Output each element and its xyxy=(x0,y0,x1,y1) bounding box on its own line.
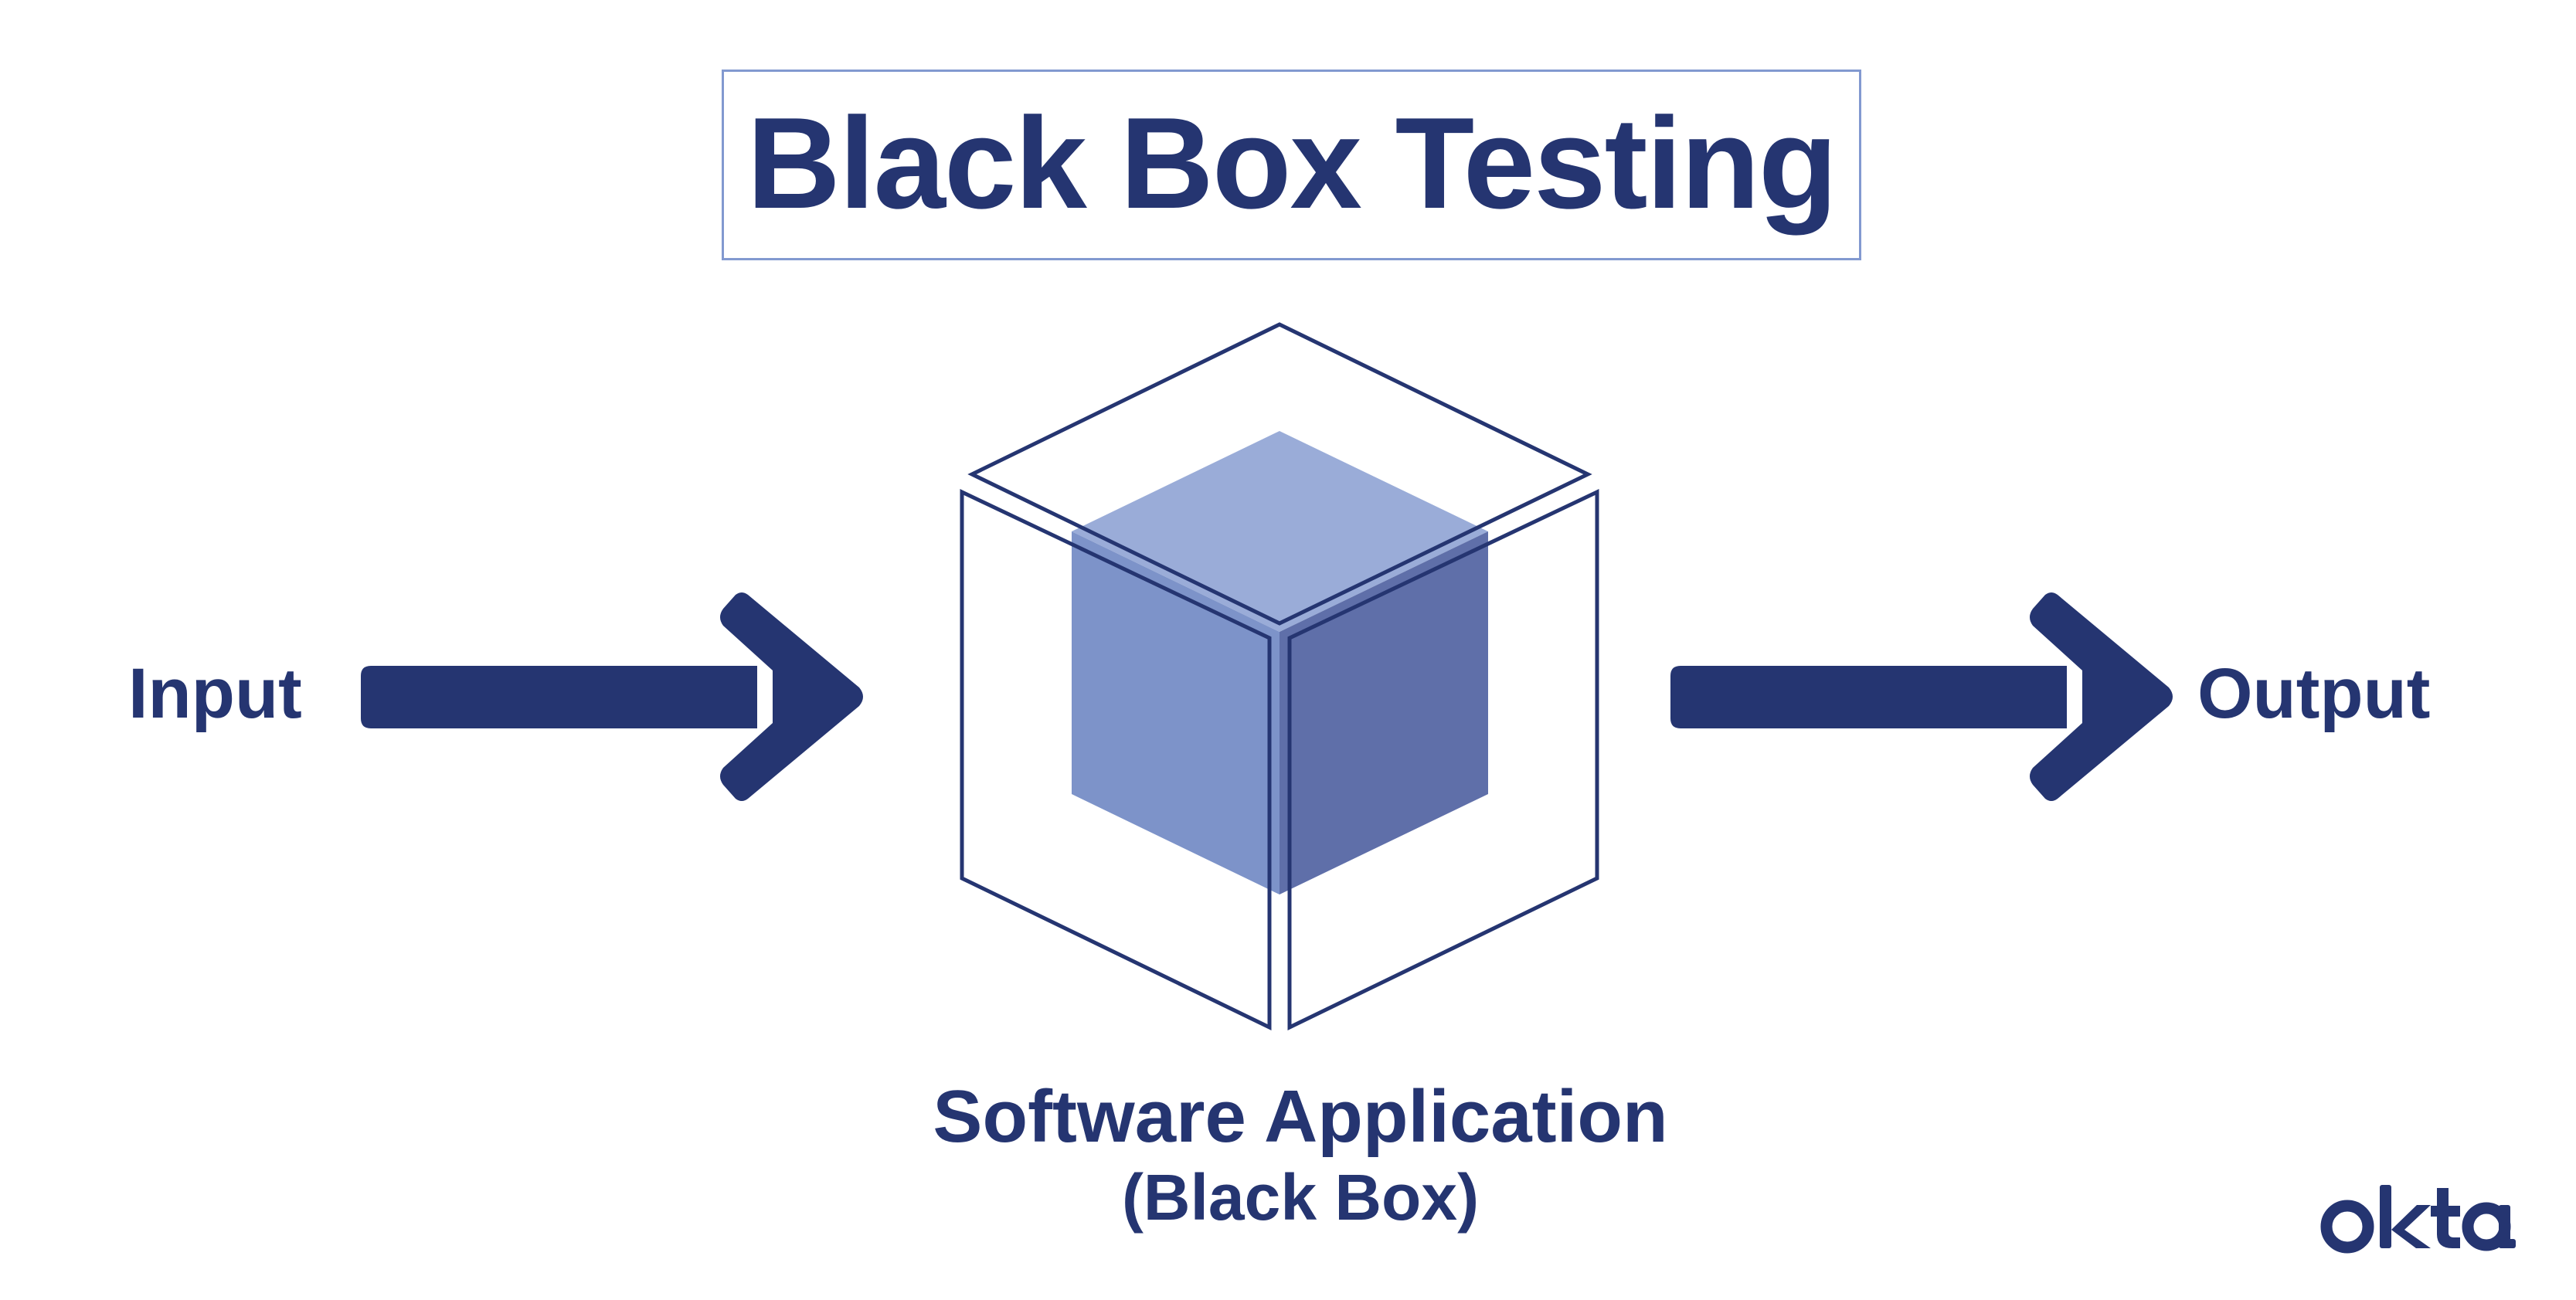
input-arrow-icon xyxy=(361,592,863,801)
logo-letter-t xyxy=(2431,1188,2460,1248)
box-label: Software Application xyxy=(933,1075,1668,1158)
outer-cube-left-outline xyxy=(960,489,1272,1030)
logo-letter-o xyxy=(2320,1200,2374,1254)
input-arrow-head xyxy=(720,592,863,801)
outer-cube-top-outline xyxy=(967,322,1592,626)
logo-letter-k xyxy=(2380,1185,2431,1248)
title-box: Black Box Testing xyxy=(722,70,1861,260)
output-arrow-head xyxy=(2030,592,2173,801)
input-arrow-shaft xyxy=(361,666,757,728)
diagram-title: Black Box Testing xyxy=(746,90,1838,236)
inner-cube-top-face xyxy=(1072,431,1488,632)
logo-letter-a xyxy=(2462,1202,2516,1251)
output-arrow-shaft xyxy=(1670,666,2067,728)
okta-logo-icon xyxy=(2320,1185,2516,1254)
outer-cube-right-outline xyxy=(1287,489,1599,1030)
cube-icon xyxy=(960,322,1599,1030)
inner-cube-right-face xyxy=(1280,531,1488,894)
inner-cube-left-face xyxy=(1072,531,1280,894)
input-label: Input xyxy=(128,654,302,733)
output-label: Output xyxy=(2197,654,2431,733)
output-arrow-icon xyxy=(1670,592,2173,801)
box-sublabel: (Black Box) xyxy=(1121,1161,1480,1234)
